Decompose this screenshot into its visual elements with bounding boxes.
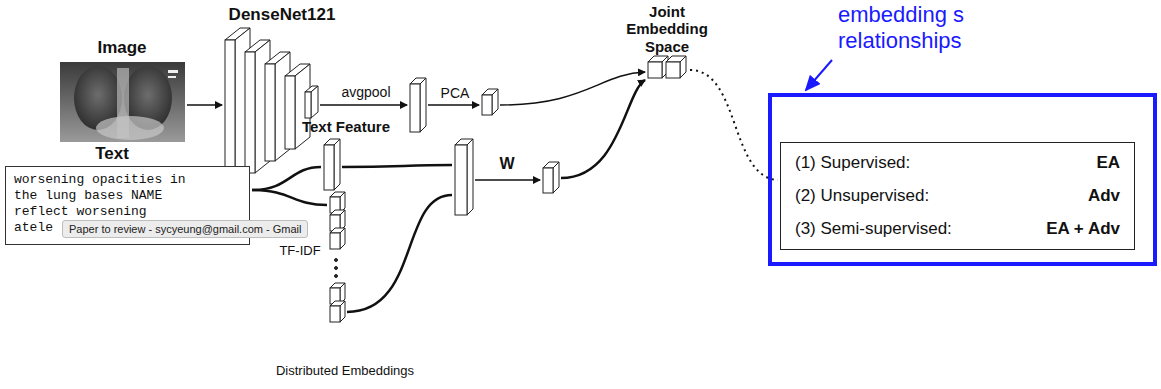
figure-label: avgpool [341, 84, 390, 100]
feature-vectors [324, 78, 559, 215]
figure-label: Text Feature [302, 118, 390, 135]
xray-image [60, 62, 185, 142]
figure-label: Joint Embedding Space [620, 3, 715, 55]
flow-lines [187, 70, 778, 312]
figure-label: DenseNet121 [229, 5, 336, 25]
method-list-box: (1) Supervised: EA (2) Unsupervised: Adv (3)… [780, 142, 1135, 250]
callout-note: embedding s relationships [838, 2, 988, 55]
method-kind: (2) Unsupervised: [795, 186, 952, 206]
embedding-stack [330, 192, 345, 322]
figure-label: PCA [441, 85, 470, 101]
browser-tooltip: Paper to review - sycyeung@gmail.com - G… [62, 220, 308, 238]
figure-label: W [499, 155, 514, 173]
method-name: EA [1046, 153, 1120, 173]
method-kind: (1) Supervised: [795, 153, 952, 173]
method-name: Adv [1046, 186, 1120, 206]
node-text: Paper to review - sycyeung@gmail.com - G… [69, 223, 301, 235]
callout-arrow [806, 60, 832, 90]
figure-label: Text [95, 144, 129, 164]
figure-label: TF-IDF [279, 244, 320, 259]
densenet-layers [225, 28, 318, 185]
callout-frame [770, 95, 1155, 264]
figure-label: Image [97, 38, 146, 58]
figure-label: Distributed Embeddings [276, 364, 414, 379]
method-name: EA + Adv [1046, 219, 1120, 239]
joint-embedding-cubes [648, 56, 686, 78]
method-kind: (3) Semi-supervised: [795, 219, 952, 239]
